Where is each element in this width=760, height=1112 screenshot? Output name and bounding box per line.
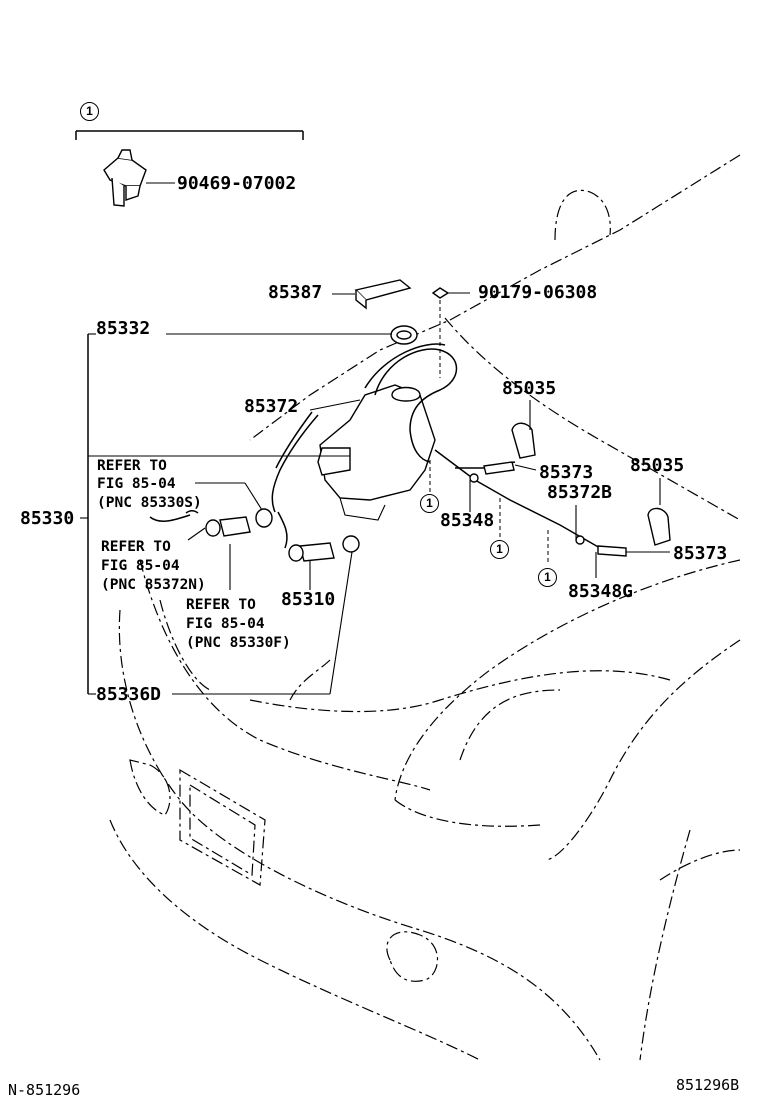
part-label-85372: 85372 <box>244 396 299 417</box>
refer-note-2-line2: FIG 85-04 <box>101 558 180 574</box>
part-label-85387: 85387 <box>268 282 323 303</box>
clip-drawing <box>103 149 175 207</box>
part-label-85330: 85330 <box>20 508 75 529</box>
part-label-90469-07002: 90469-07002 <box>177 173 297 194</box>
part-label-85035-left: 85035 <box>502 378 557 399</box>
washer-tank-assembly <box>149 279 671 562</box>
part-label-90179-06308: 90179-06308 <box>478 282 598 303</box>
part-label-85336D: 85336D <box>96 684 162 705</box>
callout-1-hose-b: 1 <box>538 568 557 587</box>
part-label-85348G: 85348G <box>568 581 634 602</box>
vehicle-outline <box>109 154 741 1061</box>
callout-1-tank: 1 <box>420 494 439 513</box>
refer-note-1-line1: REFER TO <box>97 458 167 474</box>
part-label-85372B: 85372B <box>547 482 613 503</box>
part-label-85373-upper: 85373 <box>539 462 594 483</box>
part-label-85332: 85332 <box>96 318 151 339</box>
refer-note-3-line2: FIG 85-04 <box>186 616 265 632</box>
callout-1-hose-a: 1 <box>490 540 509 559</box>
part-label-85035-right: 85035 <box>630 455 685 476</box>
part-label-85348: 85348 <box>440 510 495 531</box>
refer-note-3-line3: (PNC 85330F) <box>186 635 291 651</box>
callout-1-header: 1 <box>80 102 99 121</box>
footer-right-code: 851296B <box>676 1076 740 1094</box>
leader-lines <box>80 292 670 695</box>
footer-left-code: N-851296 <box>8 1081 81 1099</box>
part-label-85373-lower: 85373 <box>673 543 728 564</box>
callout-header-bracket <box>75 130 304 140</box>
part-label-85310: 85310 <box>281 589 336 610</box>
refer-note-2-line1: REFER TO <box>101 539 171 555</box>
refer-note-3-line1: REFER TO <box>186 597 256 613</box>
refer-note-1-line3: (PNC 85330S) <box>97 495 202 511</box>
refer-note-2-line3: (PNC 85372N) <box>101 577 206 593</box>
refer-note-1-line2: FIG 85-04 <box>97 476 176 492</box>
